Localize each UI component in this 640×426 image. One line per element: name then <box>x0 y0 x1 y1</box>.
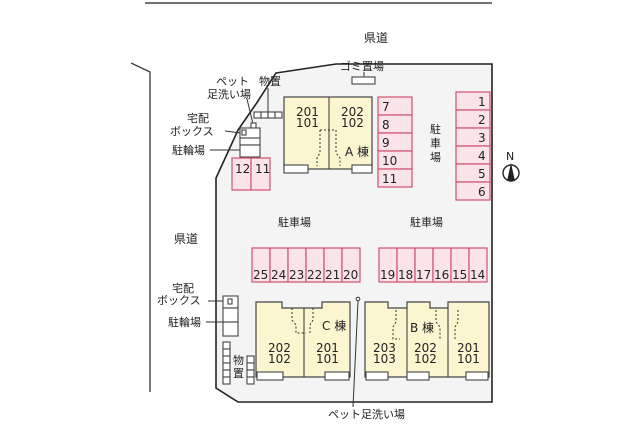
svg-text:202: 202 <box>414 341 437 355</box>
delivery-bike-block-bottom <box>222 295 239 337</box>
svg-text:102: 102 <box>268 352 291 366</box>
pet-wash-bottom <box>355 296 361 302</box>
svg-text:12: 12 <box>235 162 250 176</box>
svg-text:1: 1 <box>478 95 486 109</box>
parking-column-1-6: 1 2 3 4 5 6 <box>455 91 491 201</box>
svg-text:3: 3 <box>478 131 486 145</box>
parking-column-7-11: 7 8 9 10 11 <box>377 96 413 188</box>
storage-units-bottom-left <box>222 341 231 385</box>
svg-text:10: 10 <box>382 154 397 168</box>
bike-parking-bottom-label: 駐輪場 <box>168 315 201 329</box>
delivery-box-bottom-label-1: 宅配 <box>172 281 194 295</box>
svg-text:14: 14 <box>470 268 485 282</box>
storage-units-top <box>253 111 283 119</box>
storage-bottom-label: 物 置 <box>233 353 244 380</box>
svg-text:102: 102 <box>414 352 437 366</box>
parking-label-center-left: 駐車場 <box>278 215 311 229</box>
parking-northwest-pair: 12 11 <box>231 157 271 191</box>
garbage-area <box>351 76 376 85</box>
parking-row-19-14: 19 18 17 16 15 14 <box>378 247 488 283</box>
building-b-label: B 棟 <box>410 320 434 335</box>
svg-text:203: 203 <box>373 341 396 355</box>
bike-parking-top-label: 駐輪場 <box>172 143 205 157</box>
svg-text:11: 11 <box>255 162 270 176</box>
svg-text:19: 19 <box>380 268 395 282</box>
svg-text:22: 22 <box>307 268 322 282</box>
svg-text:101: 101 <box>316 352 339 366</box>
svg-text:8: 8 <box>382 118 390 132</box>
building-a: 201 101 202 102 A 棟 <box>283 96 373 174</box>
svg-text:201: 201 <box>316 341 339 355</box>
svg-text:場: 場 <box>430 151 441 164</box>
svg-text:21: 21 <box>325 268 340 282</box>
svg-text:7: 7 <box>382 100 390 114</box>
svg-text:16: 16 <box>434 268 449 282</box>
pet-wash-bottom-label: ペット足洗い場 <box>328 408 405 421</box>
north-road-label: 県道 <box>364 31 388 45</box>
svg-text:23: 23 <box>289 268 304 282</box>
delivery-box-top-label-1: 宅配 <box>187 111 209 125</box>
delivery-bike-block-top <box>239 127 261 158</box>
svg-text:20: 20 <box>343 268 358 282</box>
svg-text:4: 4 <box>478 149 486 163</box>
svg-text:N: N <box>506 150 514 163</box>
svg-text:9: 9 <box>382 136 390 150</box>
svg-text:103: 103 <box>373 352 396 366</box>
building-c: C 棟 202 102 201 101 <box>255 301 351 381</box>
west-road-edge <box>130 62 151 392</box>
svg-text:202: 202 <box>341 105 364 119</box>
svg-text:6: 6 <box>478 185 486 199</box>
pet-wash-top <box>250 122 257 129</box>
parking-label-center-right: 駐車場 <box>410 215 443 229</box>
garbage-area-label: ゴミ置場 <box>340 59 384 73</box>
parking-label-east: 駐 車 場 <box>430 122 441 164</box>
svg-text:201: 201 <box>457 341 480 355</box>
building-c-label: C 棟 <box>322 318 346 333</box>
svg-text:17: 17 <box>416 268 431 282</box>
pet-wash-top-label-1: ペット <box>216 75 249 88</box>
svg-text:201: 201 <box>296 105 319 119</box>
svg-text:11: 11 <box>382 172 397 186</box>
pet-wash-top-label-2: 足洗い場 <box>207 88 251 101</box>
svg-text:18: 18 <box>398 268 413 282</box>
svg-text:駐: 駐 <box>430 122 441 136</box>
svg-text:物: 物 <box>233 353 244 367</box>
svg-text:102: 102 <box>341 116 364 130</box>
svg-text:車: 車 <box>430 136 441 150</box>
svg-text:202: 202 <box>268 341 291 355</box>
svg-text:24: 24 <box>271 268 286 282</box>
west-road-label: 県道 <box>174 232 198 246</box>
svg-text:25: 25 <box>253 268 268 282</box>
svg-text:101: 101 <box>296 116 319 130</box>
storage-top-label: 物置 <box>259 74 281 88</box>
building-a-label: A 棟 <box>345 144 369 159</box>
building-b: B 棟 203 103 202 102 201 101 <box>364 301 490 381</box>
parking-row-25-20: 25 24 23 22 21 20 <box>251 247 361 283</box>
delivery-box-bottom-label-2: ボックス <box>157 294 201 307</box>
delivery-box-top-label-2: ボックス <box>170 125 214 138</box>
svg-text:5: 5 <box>478 167 486 181</box>
svg-text:101: 101 <box>457 352 480 366</box>
svg-text:置: 置 <box>233 367 244 380</box>
storage-units-bottom-right <box>246 355 255 385</box>
svg-text:2: 2 <box>478 113 486 127</box>
svg-text:15: 15 <box>452 268 467 282</box>
north-compass-icon: N <box>502 150 520 182</box>
